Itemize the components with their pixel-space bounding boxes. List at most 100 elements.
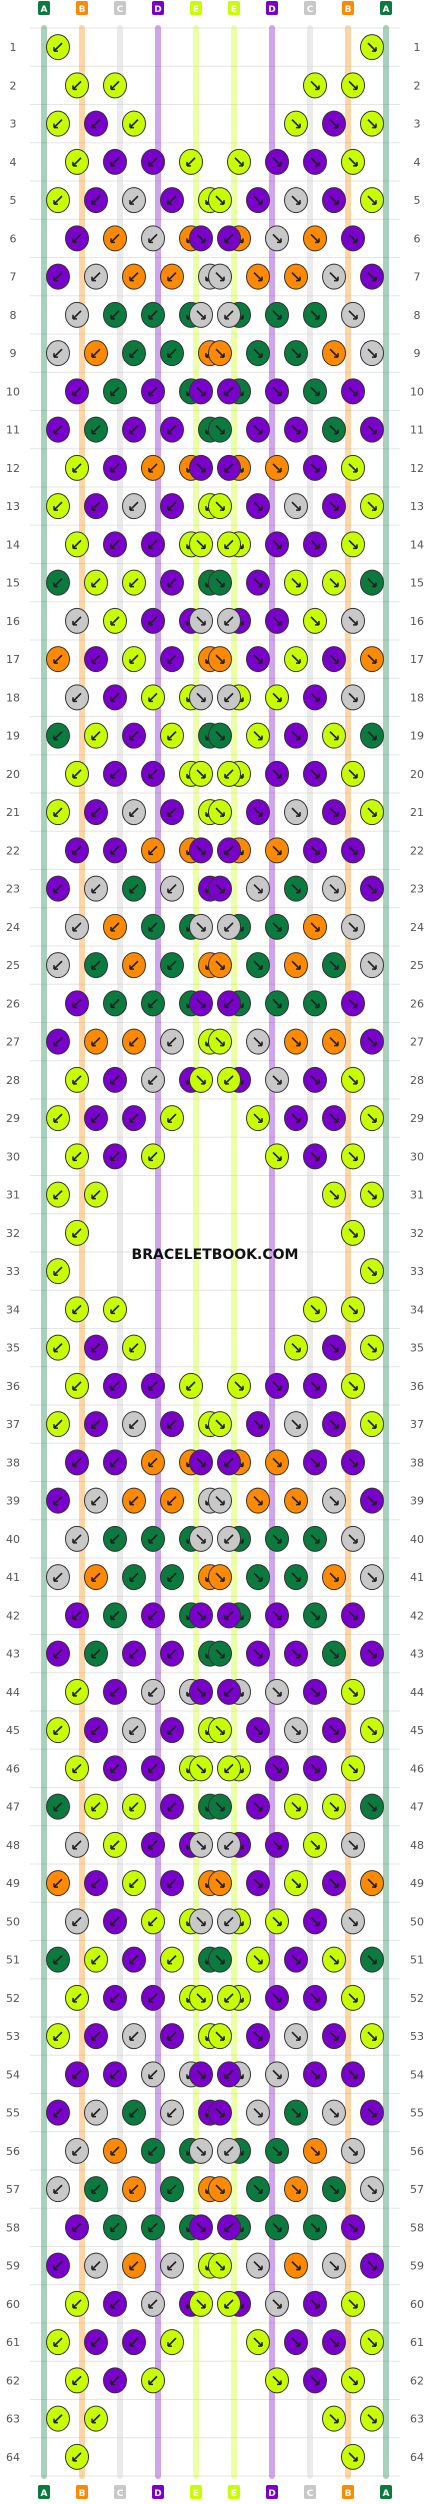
row-number-left: 50 [6,1915,20,1928]
knot-arrow-icon [110,80,120,91]
string-chip-bottom [228,2485,240,2499]
knot-arrow-icon [310,2375,320,2386]
string-chip-bottom [304,2485,316,2499]
knot-arrow-icon [224,233,234,244]
knot-arrow-icon [129,807,139,817]
knot-arrow-icon [129,654,139,664]
knot-arrow-icon [348,2146,358,2156]
string-chip-bottom [114,2485,126,2499]
knot-arrow-icon [72,463,82,473]
row-number-left: 58 [6,2221,20,2234]
knot-arrow-icon [291,2337,301,2347]
knot-arrow-icon [129,501,139,511]
row-number-left: 5 [10,194,17,207]
string-chip-top [342,1,354,15]
row-number-left: 3 [10,118,17,131]
string-letter-bottom: E [231,2489,237,2499]
knot-arrow-icon [348,1457,358,1468]
knot-arrow-icon [329,1572,339,1582]
string-chip-bottom [76,2485,88,2499]
knot-arrow-icon [72,845,82,856]
knot-arrow-icon [310,157,320,167]
knot-arrow-icon [348,1916,358,1927]
knot-arrow-icon [253,1419,263,1429]
knot-arrow-icon [91,348,101,358]
row-number-right: 57 [410,2183,424,2196]
knot-arrow-icon [91,884,101,894]
knot-arrow-icon [72,1687,82,1697]
knot-grid [46,34,384,2470]
knot-arrow-icon [72,233,82,244]
knot-arrow-icon [348,2069,358,2080]
knot-arrow-icon [72,998,82,1009]
knot-arrow-icon [215,884,225,894]
knot-arrow-icon [367,1878,377,1888]
knot-arrow-icon [91,2337,101,2347]
string-chip-bottom [380,2485,392,2499]
knot-arrow-icon [291,272,301,282]
string-letter-top: A [41,5,48,15]
knot-arrow-icon [196,616,206,626]
string-letter-bottom: C [117,2489,124,2499]
row-number-left: 23 [6,883,20,896]
knot-arrow-icon [167,807,177,817]
row-number-left: 18 [6,691,20,704]
string-chip-top [304,1,316,15]
string-letter-top: D [268,5,275,15]
knot-arrow-icon [72,1534,82,1544]
knot-arrow-icon [129,195,139,205]
row-number-left: 19 [6,730,20,743]
knot-arrow-icon [215,578,225,588]
knot-arrow-icon [253,1878,263,1888]
row-number-left: 61 [6,2336,20,2349]
row-number-right: 14 [410,538,424,551]
row-number-right: 51 [410,1954,424,1967]
knot-arrow-icon [148,157,158,167]
string-letter-bottom: B [345,2489,352,2499]
knot-arrow-icon [367,195,377,205]
string-chip-top [266,1,278,15]
knot-arrow-icon [148,845,158,856]
row-number-left: 62 [6,2374,20,2387]
knot-arrow-icon [272,922,282,932]
row-number-right: 10 [410,385,424,398]
knot-arrow-icon [291,960,301,970]
knot-arrow-icon [129,1113,139,1123]
knot-arrow-icon [110,2069,120,2080]
knot-arrow-icon [329,1878,339,1888]
knot-arrow-icon [272,1075,282,1085]
knot-arrow-icon [148,1916,158,1927]
knot-arrow-icon [53,2031,63,2041]
row-number-right: 33 [410,1265,424,1278]
knot-arrow-icon [148,769,158,779]
knot-arrow-icon [91,2031,101,2041]
knot-arrow-icon [329,1113,339,1123]
knot-arrow-icon [129,2184,139,2194]
knot-arrow-icon [253,1955,263,1965]
knot-arrow-icon [110,1916,120,1927]
knot-arrow-icon [253,1496,263,1506]
row-number-right: 3 [414,118,421,131]
knot-arrow-icon [196,1840,206,1850]
knot-arrow-icon [129,1496,139,1506]
knot-arrow-icon [167,195,177,205]
knot-arrow-icon [72,692,82,703]
knot-arrow-icon [224,310,234,320]
knot-arrow-icon [329,1037,339,1047]
knot-arrow-icon [272,157,282,167]
knot-arrow-icon [129,1572,139,1582]
knot-arrow-icon [272,463,282,473]
knot-arrow-icon [291,1037,301,1047]
knot-arrow-icon [329,425,339,435]
knot-arrow-icon [367,2184,377,2194]
knot-arrow-icon [291,578,301,588]
knot-arrow-icon [215,2261,225,2271]
knot-arrow-icon [367,1113,377,1123]
knot-arrow-icon [367,2031,377,2041]
knot-arrow-icon [148,1687,158,1697]
knot-arrow-icon [310,1151,320,1162]
row-grid-lines [30,27,400,2477]
knot-arrow-icon [224,769,234,779]
knot-arrow-icon [291,2031,301,2041]
knot-arrow-icon [291,1725,301,1735]
